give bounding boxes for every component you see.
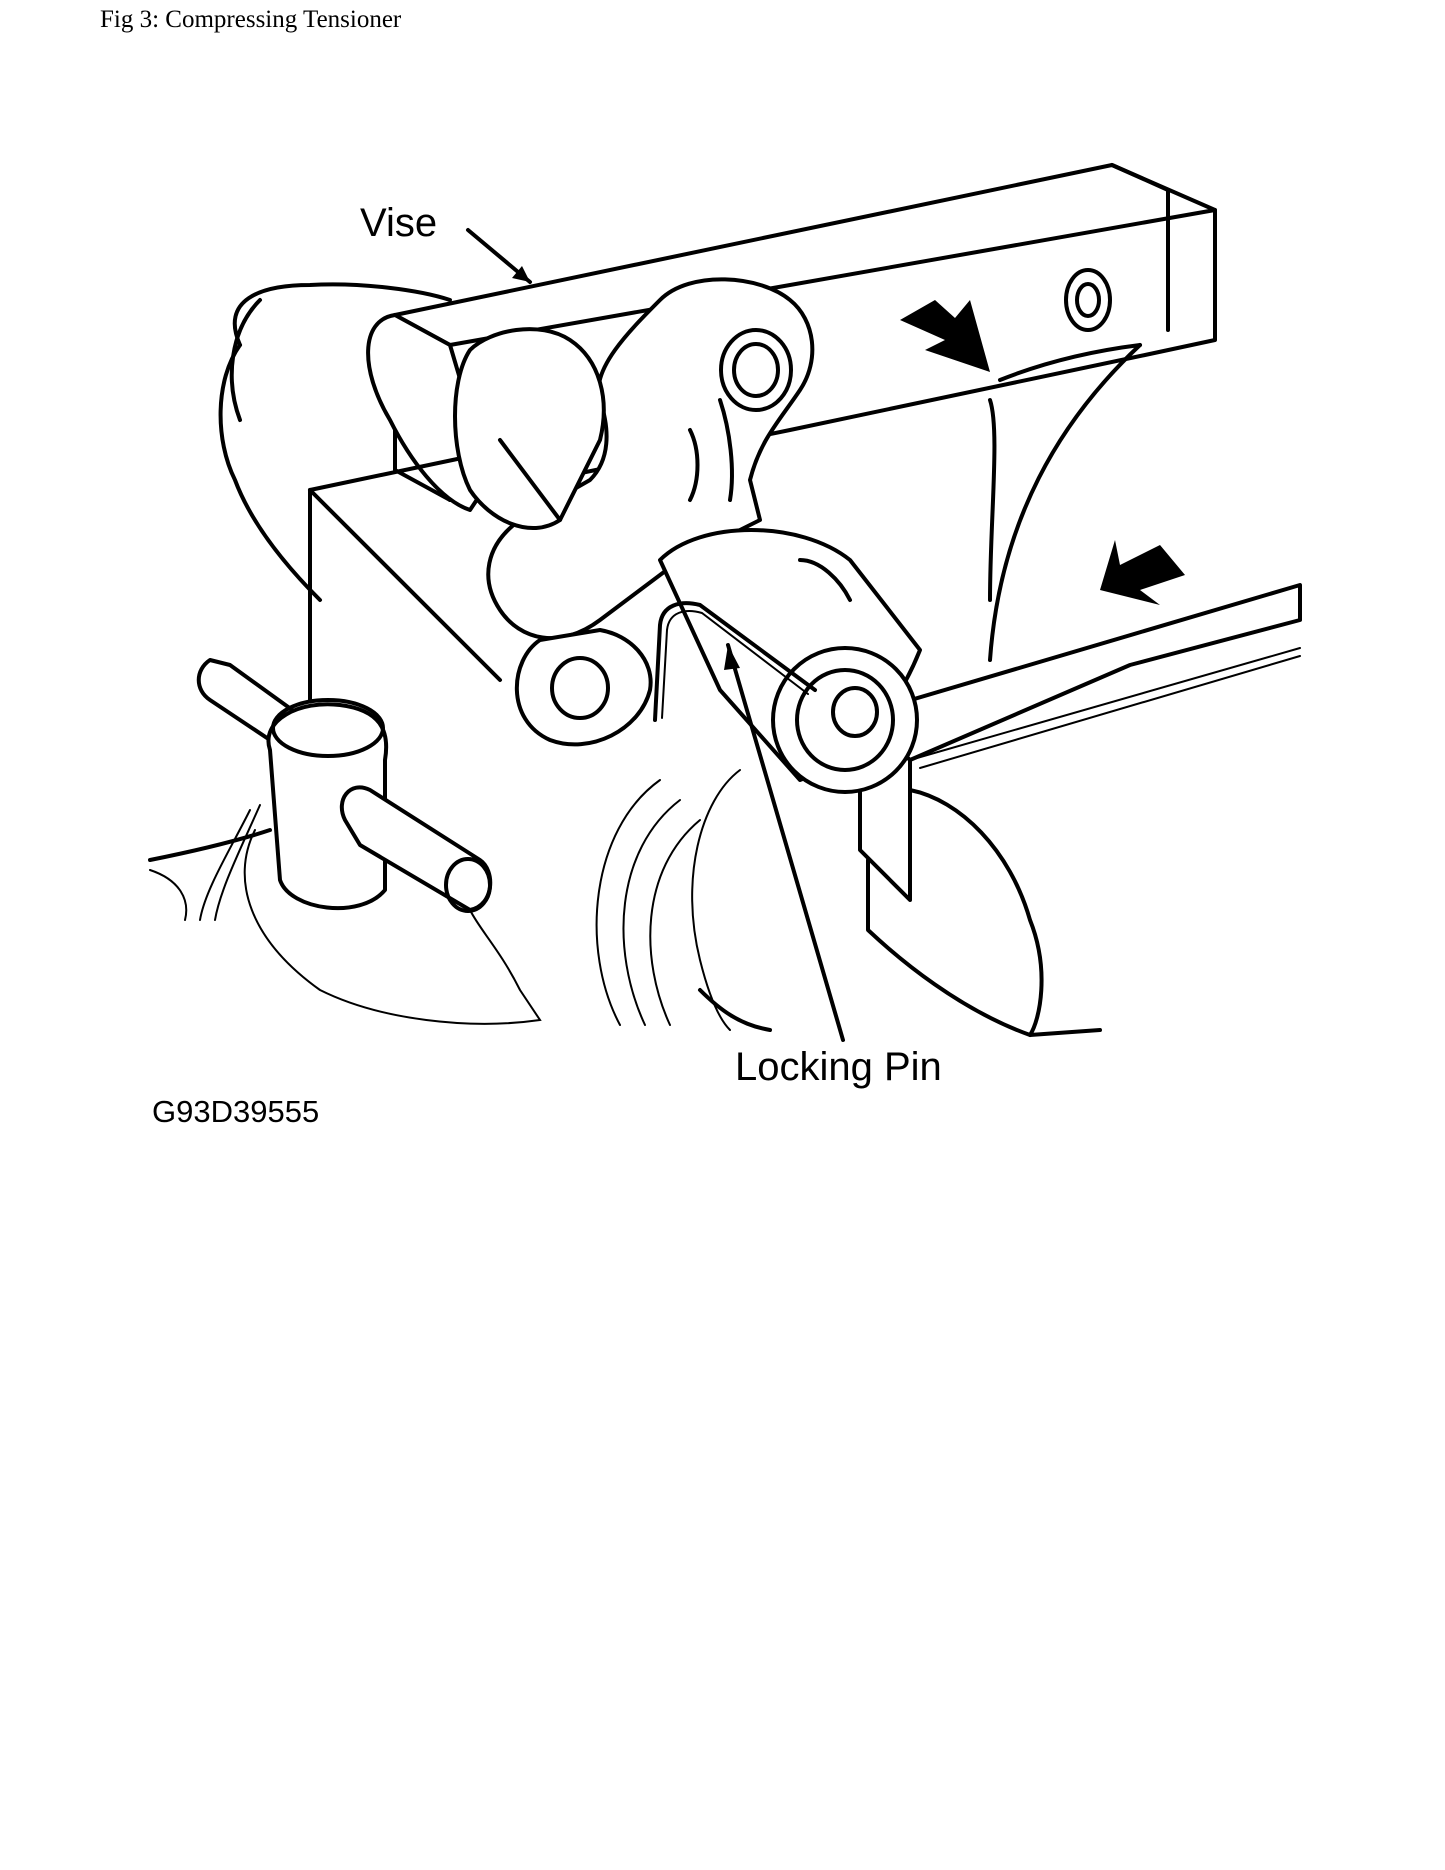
vise-t-handle <box>196 658 493 913</box>
label-vise: Vise <box>360 201 437 245</box>
figure-caption: Fig 3: Compressing Tensioner <box>100 6 402 33</box>
vise-base-curves <box>595 769 772 1032</box>
locking-pin-leader <box>724 643 845 1042</box>
vise-rear-housing <box>218 282 452 602</box>
tensioner-cylinder <box>658 528 922 794</box>
tensioner-roller <box>453 327 606 531</box>
locking-pin <box>653 601 817 722</box>
tensioner-arm <box>486 277 815 747</box>
figure-code: G93D39555 <box>152 1094 319 1129</box>
cable <box>148 804 542 1025</box>
compress-arrow-up <box>1100 540 1185 605</box>
vise-leader <box>466 228 532 284</box>
label-locking-pin: Locking Pin <box>735 1045 942 1089</box>
vise-front-jaw <box>858 583 1302 1037</box>
compress-arrow-down <box>900 300 990 372</box>
